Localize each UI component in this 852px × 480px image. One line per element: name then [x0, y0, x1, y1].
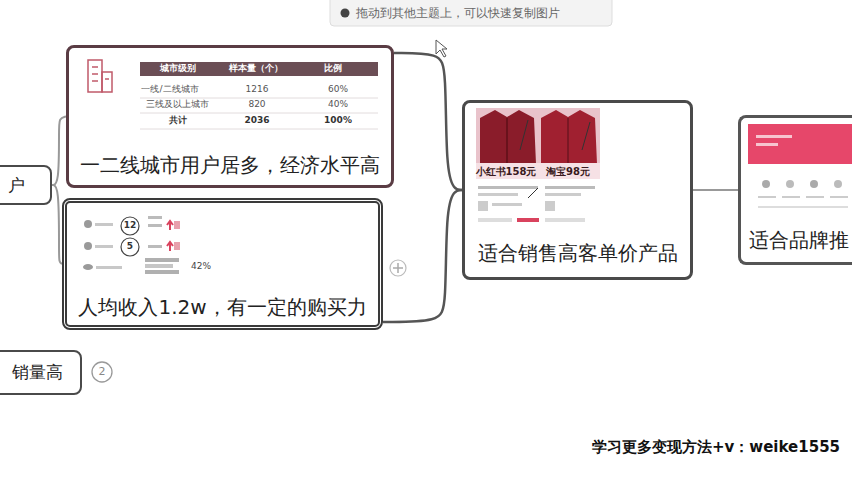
stat-number: 42% [191, 262, 211, 272]
connector [52, 185, 62, 264]
callout-circle [92, 362, 112, 382]
table-cell: 三线及以上城市 [146, 100, 209, 110]
building-icon [88, 60, 112, 92]
cursor-icon [436, 40, 447, 57]
table-header: 城市级别 [160, 64, 196, 74]
price-tag: 小红书158元 [476, 166, 537, 177]
topic-text: 适合销售高客单价产品 [478, 241, 678, 265]
table-header: 比例 [324, 64, 342, 74]
selected-topic-box: 人均收入1.2w，有一定的购买力 [62, 198, 383, 330]
tooltip-ground [330, 0, 612, 26]
topic-text: 人均收入1.2w，有一定的购买力 [78, 295, 366, 319]
topic-box: 销量高 [0, 350, 82, 395]
topic-text: 拖动到其他主题上，可以快速复制图片 [356, 6, 560, 20]
summary-brace [383, 190, 462, 322]
table-cell: 820 [248, 100, 265, 110]
table-cell: 60% [328, 85, 348, 95]
callout-number: 2 [99, 366, 106, 378]
price-tag: 淘宝98元 [546, 166, 590, 177]
topic-text: 销量高 [12, 362, 63, 382]
jacket-picture [476, 108, 600, 222]
summary-brace [394, 53, 462, 190]
topic-box: 户 [0, 165, 52, 205]
topic-text: 一二线城市用户居多，经济水平高 [80, 153, 380, 177]
table-header: 样本量（个） [229, 64, 283, 74]
add-button [390, 260, 406, 276]
table-cell: 一线/二线城市 [141, 85, 198, 95]
tooltip-dot [341, 9, 350, 18]
stat-number: 12 [124, 221, 137, 231]
image-topic-box: 适合销售高客单价产品 [462, 100, 693, 280]
connector [52, 117, 66, 186]
table-cell: 共计 [169, 116, 187, 126]
table-cell: 1216 [246, 85, 269, 95]
brand-picture [748, 124, 852, 208]
topic-text: 适合品牌推 [749, 228, 849, 252]
income-infographic [83, 216, 180, 274]
table-lines [140, 62, 378, 129]
tooltip: 拖动到其他主题上，可以快速复制图片 [330, 0, 612, 26]
connector [693, 189, 738, 191]
stat-number: 5 [127, 242, 133, 252]
table-cell: 40% [328, 100, 348, 110]
image-topic-box: 适合品牌推 [738, 115, 852, 265]
topic-text: 户 [8, 175, 25, 195]
table-cell: 100% [324, 116, 352, 126]
watermark: 学习更多变现方法+v：weike1555 [592, 439, 840, 456]
table-cell: 2036 [244, 116, 269, 126]
